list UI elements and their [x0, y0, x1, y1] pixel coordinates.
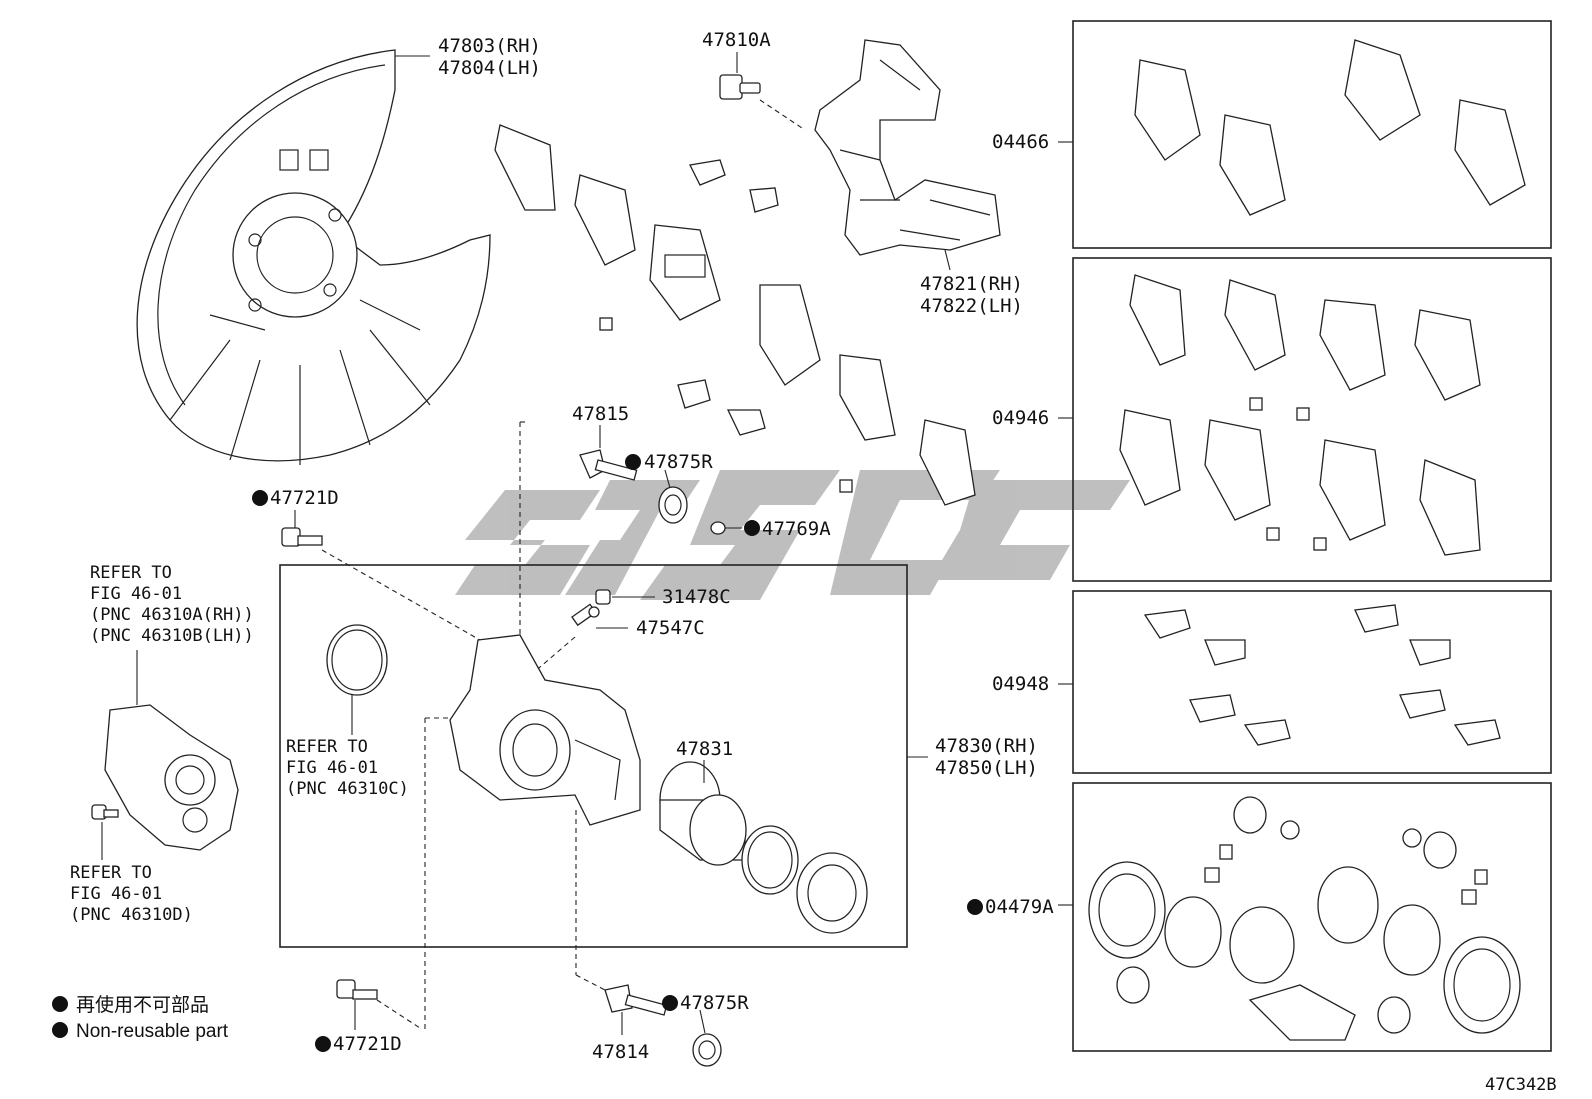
- label-pin-upper: 47815: [572, 403, 629, 425]
- label-mounting-rh: 47821(RH): [920, 273, 1023, 295]
- label-caliper-lh: 47850(LH): [935, 757, 1038, 779]
- boot-upper: [658, 486, 688, 524]
- kit-box-shims: [1072, 257, 1552, 582]
- label-refer-seal-3: (PNC 46310C): [286, 779, 409, 799]
- caliper-mounting: [814, 39, 1001, 256]
- label-boot-lower: 47875R: [680, 992, 749, 1014]
- legend-dot-en: [52, 1022, 68, 1038]
- label-bolt-upper: 47721D: [270, 487, 339, 509]
- bleeder-screw-top: [719, 74, 761, 100]
- kit-box-seals: [1072, 782, 1552, 1052]
- slide-pin-upper: [579, 449, 638, 481]
- legend-dot-ja: [52, 996, 68, 1012]
- boot-lower: [692, 1033, 722, 1067]
- caliper-assembly-box: [279, 564, 908, 948]
- label-bleeder-cap: 31478C: [662, 586, 731, 608]
- non-reusable-marker: [744, 520, 760, 536]
- piston: [659, 761, 747, 866]
- label-refer-bolt-2: FIG 46-01: [70, 884, 162, 904]
- bleeder-cap: [595, 589, 611, 605]
- label-piston: 47831: [676, 738, 733, 760]
- kit-pads: [1134, 39, 1526, 216]
- non-reusable-marker: [252, 490, 268, 506]
- bolt-lower: [336, 979, 378, 1000]
- non-reusable-marker: [625, 454, 641, 470]
- label-refer-motor-3: (PNC 46310A(RH)): [90, 605, 254, 625]
- parking-brake-motor: [104, 704, 239, 851]
- label-kit-shims: 04946: [992, 407, 1049, 429]
- label-refer-bolt-3: (PNC 46310D): [70, 905, 193, 925]
- dust-shield: [136, 49, 491, 465]
- non-reusable-marker: [662, 995, 678, 1011]
- cap: [710, 521, 726, 535]
- kit-clips: [1143, 604, 1501, 746]
- figure-id: 47C342B: [1485, 1075, 1557, 1095]
- label-refer-seal-2: FIG 46-01: [286, 758, 378, 778]
- label-refer-seal-1: REFER TO: [286, 737, 368, 757]
- label-pin-lower: 47814: [592, 1041, 649, 1063]
- label-cap: 47769A: [762, 518, 831, 540]
- legend-english: Non-reusable part: [76, 1021, 229, 1042]
- label-caliper-rh: 47830(RH): [935, 735, 1038, 757]
- label-refer-motor-2: FIG 46-01: [90, 584, 182, 604]
- label-bleeder-top: 47810A: [702, 29, 771, 51]
- bleeder-plug: [571, 603, 600, 627]
- label-bolt-lower: 47721D: [333, 1033, 402, 1055]
- label-kit-seals: 04479A: [985, 896, 1054, 918]
- label-kit-pads: 04466: [992, 131, 1049, 153]
- label-boot-upper: 47875R: [644, 451, 713, 473]
- label-shield-rh: 47803(RH): [438, 35, 541, 57]
- label-refer-motor-4: (PNC 46310B(LH)): [90, 626, 254, 646]
- slide-pin-lower: [604, 984, 668, 1016]
- piston-ring: [741, 825, 799, 895]
- bolt-upper: [281, 527, 323, 547]
- piston-seal: [326, 624, 388, 696]
- label-kit-clips: 04948: [992, 673, 1049, 695]
- kit-shims: [1119, 274, 1481, 556]
- label-refer-motor-1: REFER TO: [90, 563, 172, 583]
- caliper-body: [449, 634, 641, 826]
- label-mounting-lh: 47822(LH): [920, 295, 1023, 317]
- label-refer-bolt-1: REFER TO: [70, 863, 152, 883]
- kit-box-clips: [1072, 590, 1552, 774]
- kit-box-pads: [1072, 20, 1552, 249]
- label-shield-lh: 47804(LH): [438, 57, 541, 79]
- non-reusable-marker: [967, 899, 983, 915]
- label-bleeder-plug: 47547C: [636, 617, 705, 639]
- non-reusable-marker: [315, 1036, 331, 1052]
- legend-japanese: 再使用不可部品: [76, 994, 209, 1016]
- pad-shim-group: [494, 124, 976, 506]
- kit-seals: [1088, 796, 1521, 1041]
